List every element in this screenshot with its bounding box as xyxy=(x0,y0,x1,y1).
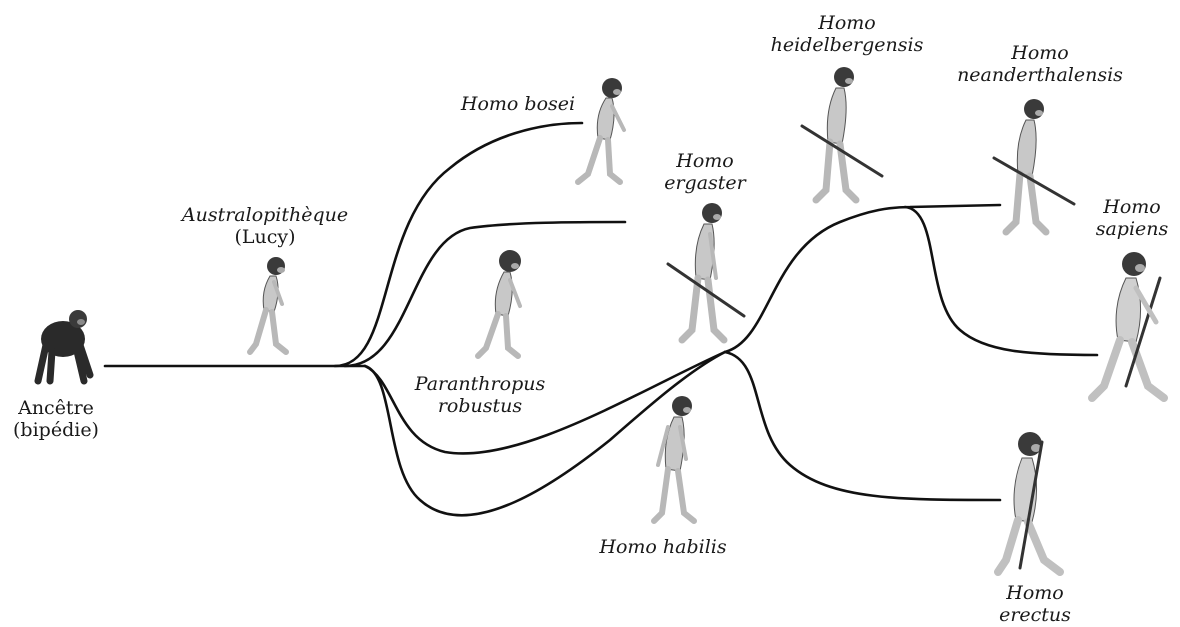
label-homo-sapiens-line1: Homo xyxy=(1092,196,1172,218)
label-homo-neanderthalensis-line2: neanderthalensis xyxy=(945,64,1135,86)
label-homo-ergaster-line2: ergaster xyxy=(655,172,755,194)
label-homo-heidelbergensis: Homo heidelbergensis xyxy=(762,12,932,56)
label-homo-habilis-line1: Homo habilis xyxy=(593,536,733,558)
label-homo-habilis: Homo habilis xyxy=(593,536,733,558)
homo-sapiens-figure xyxy=(1086,248,1176,413)
label-homo-bosei-line1: Homo bosei xyxy=(458,93,578,115)
paranthropus-figure xyxy=(470,248,530,367)
label-homo-sapiens-line2: sapiens xyxy=(1092,218,1172,240)
label-ancestor-line2: (bipédie) xyxy=(2,419,110,441)
label-ancestor-line1: Ancêtre xyxy=(2,397,110,419)
homo-bosei-figure xyxy=(568,76,634,193)
label-homo-neanderthalensis-line1: Homo xyxy=(945,42,1135,64)
label-homo-erectus-line1: Homo xyxy=(995,582,1075,604)
ancestor-ape-figure xyxy=(28,305,98,388)
label-ancestor: Ancêtre (bipédie) xyxy=(2,397,110,441)
label-paranthropus: Paranthropus robustus xyxy=(400,373,560,417)
label-australopithecus-line1: Australopithèque xyxy=(180,204,350,226)
label-homo-ergaster: Homo ergaster xyxy=(655,150,755,194)
label-homo-erectus-line2: erectus xyxy=(995,604,1075,626)
label-homo-sapiens: Homo sapiens xyxy=(1092,196,1172,240)
label-homo-ergaster-line1: Homo xyxy=(655,150,755,172)
homo-erectus-figure xyxy=(990,428,1090,585)
australopithecus-figure xyxy=(240,254,300,361)
label-paranthropus-line1: Paranthropus xyxy=(400,373,560,395)
label-australopithecus-line2: (Lucy) xyxy=(180,226,350,248)
label-homo-neanderthalensis: Homo neanderthalensis xyxy=(945,42,1135,86)
homo-habilis-figure xyxy=(646,393,706,532)
label-homo-heidelbergensis-line2: heidelbergensis xyxy=(762,34,932,56)
label-homo-erectus: Homo erectus xyxy=(995,582,1075,626)
homo-heidelbergensis-figure xyxy=(798,64,888,211)
label-australopithecus: Australopithèque (Lucy) xyxy=(180,204,350,248)
label-paranthropus-line2: robustus xyxy=(400,395,560,417)
label-homo-bosei: Homo bosei xyxy=(458,93,578,115)
homo-neanderthalensis-figure xyxy=(990,96,1080,243)
branch-homo-bosei xyxy=(335,123,582,366)
branch-erectus xyxy=(725,352,1000,500)
homo-ergaster-figure xyxy=(662,200,752,351)
label-homo-heidelbergensis-line1: Homo xyxy=(762,12,932,34)
